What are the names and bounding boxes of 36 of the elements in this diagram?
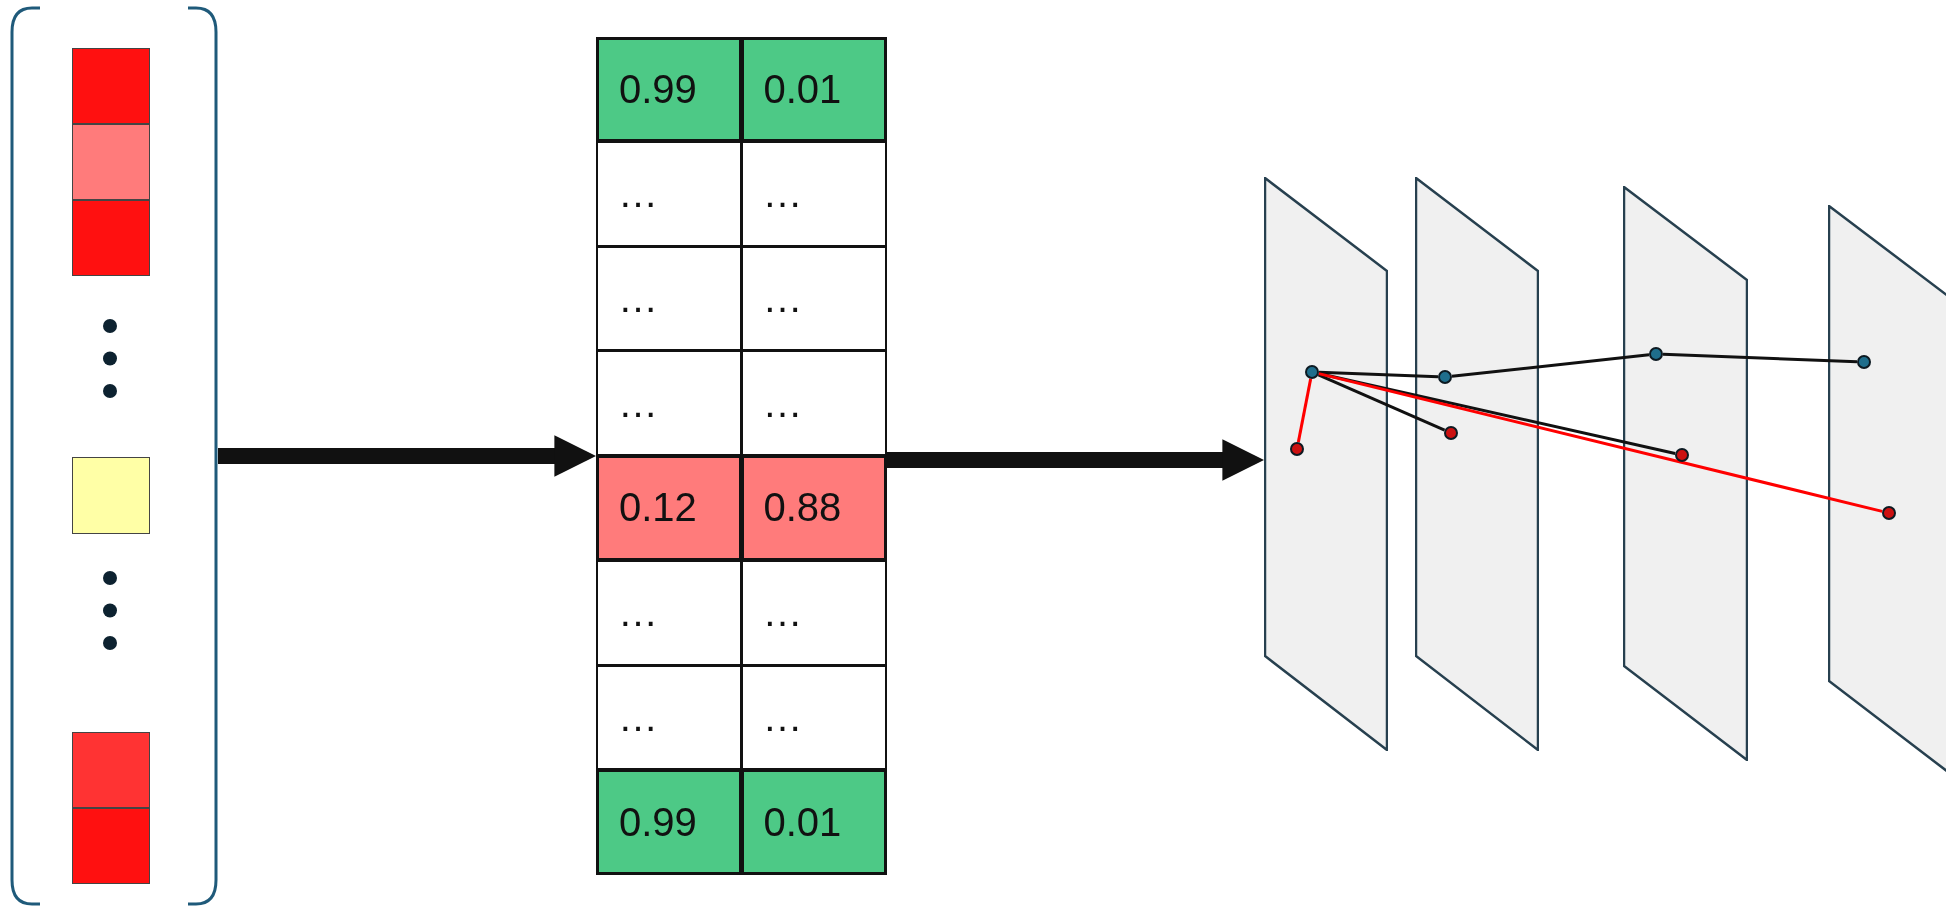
arrow [218,435,596,477]
arrow [887,439,1264,481]
colored-square [72,808,150,884]
table-cell: … [740,140,887,247]
table-cell: … [740,350,887,456]
connecting-line [1451,353,1650,378]
table-cell: 0.12 [596,455,742,561]
table-cell: … [596,350,742,456]
connecting-line [1296,378,1313,443]
connecting-line [1317,373,1446,432]
table-cell: 0.88 [740,455,887,561]
table-cell: … [740,664,887,771]
table-cell: … [740,559,887,666]
plane [1623,186,1748,761]
table-cell: 0.01 [740,37,887,142]
table-cell: 0.99 [596,37,742,142]
colored-square [72,732,150,808]
connecting-line [1318,372,1883,513]
table-cell: … [596,140,742,247]
table-cell: 0.01 [740,769,887,875]
table-cell: … [596,559,742,666]
connecting-line [1318,372,1676,455]
colored-square [72,200,150,276]
table-cell: … [596,664,742,771]
connecting-line [1318,370,1439,379]
bracketed-column [10,6,218,906]
colored-square [72,124,150,200]
table-cell: … [596,245,742,352]
connecting-line [1662,352,1858,364]
table-cell: 0.99 [596,769,742,875]
plane [1264,177,1388,751]
probability-table [596,37,887,875]
colored-square [72,48,150,124]
plane [1415,177,1539,751]
table-cell: … [740,245,887,352]
colored-square [72,457,150,534]
